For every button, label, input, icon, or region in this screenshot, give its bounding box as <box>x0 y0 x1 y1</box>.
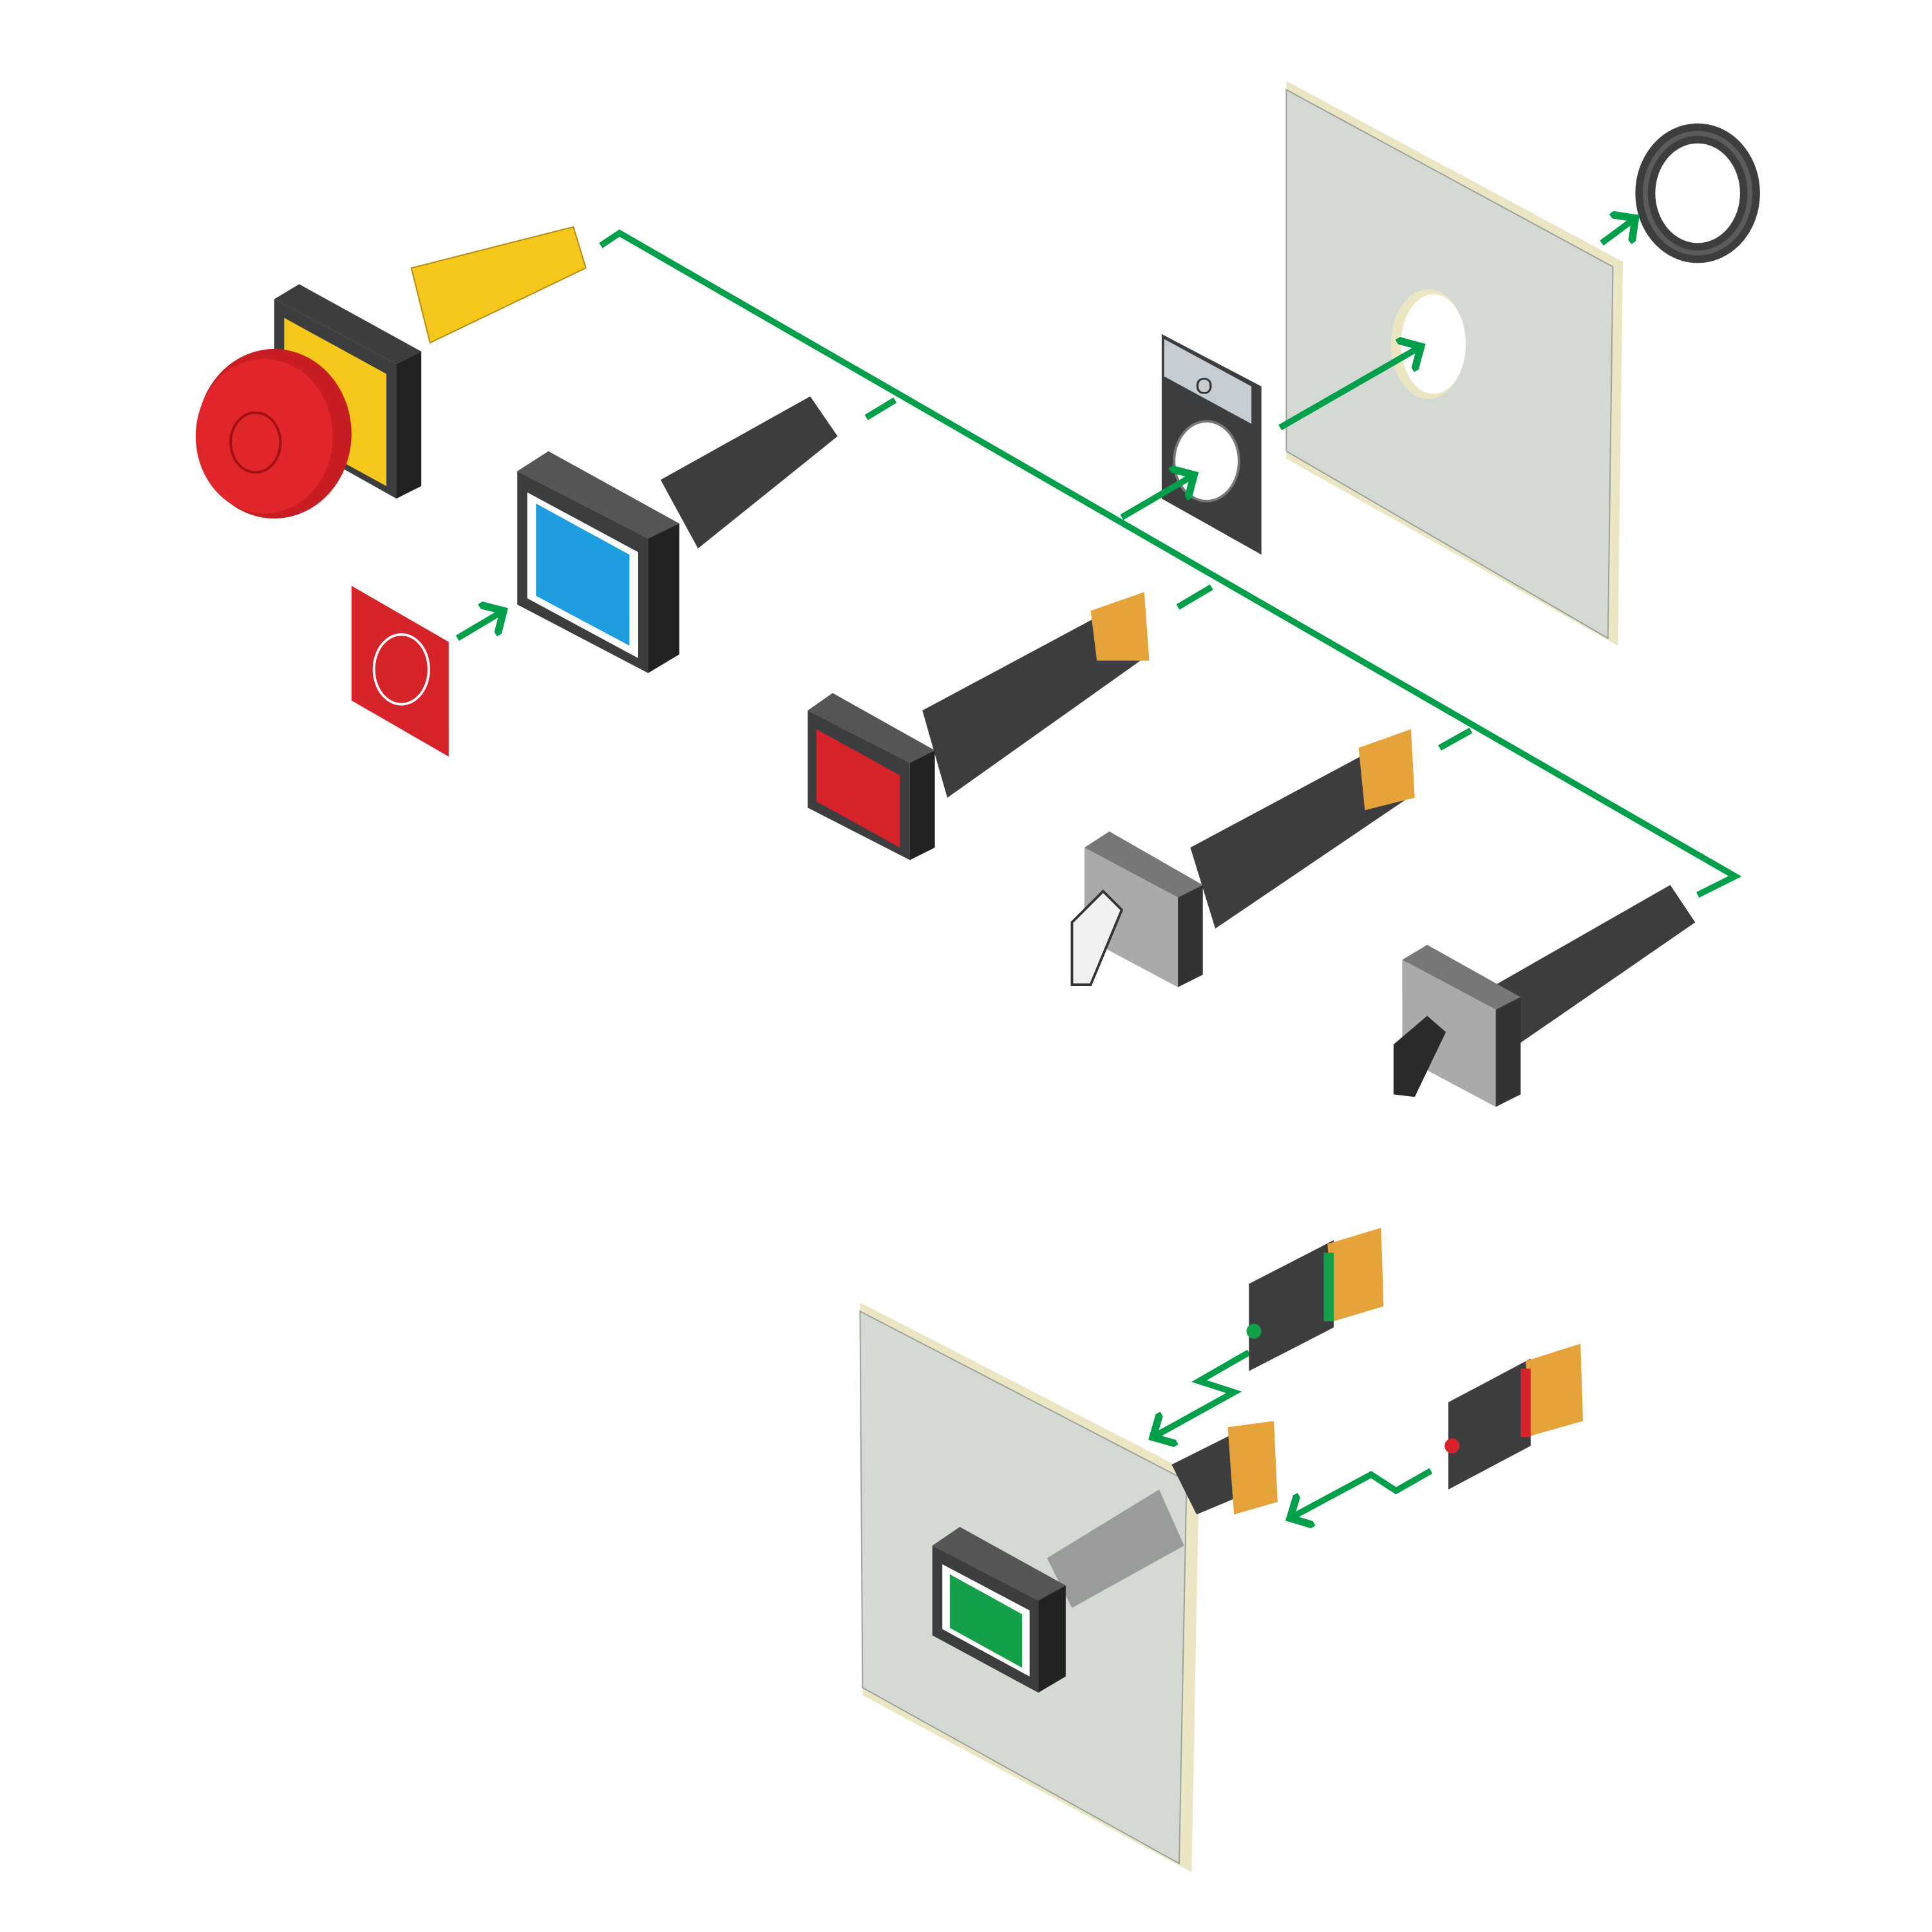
arrow-red-contact-block <box>1290 1468 1433 1519</box>
red-pilot-light <box>808 592 1150 860</box>
arrow-to-legend-plate <box>1120 475 1194 520</box>
green-pushbutton-mounted <box>932 1421 1278 1693</box>
arrow-green-contact-block <box>1153 1349 1251 1437</box>
selector-switch-lever <box>1070 729 1415 987</box>
green-led-indicator <box>1246 1323 1262 1339</box>
legend-plate-symbol: O <box>1195 374 1213 399</box>
blue-pushbutton <box>517 396 838 674</box>
mounting-panel-top <box>1285 80 1623 646</box>
retaining-nut <box>1635 123 1760 263</box>
legend-plate: O <box>1161 334 1262 555</box>
contact-block-red <box>1444 1343 1584 1490</box>
emergency-stop-button <box>195 226 587 519</box>
arrow-lens-to-button <box>455 611 504 641</box>
selector-switch-knob <box>1393 885 1696 1107</box>
red-led-indicator <box>1444 1438 1460 1454</box>
connector-line <box>599 229 1742 898</box>
contact-block-green <box>1246 1227 1384 1372</box>
red-lens-cap <box>351 585 449 757</box>
arrow-to-panel-hole <box>1278 346 1421 431</box>
arrow-to-nut <box>1600 218 1635 246</box>
